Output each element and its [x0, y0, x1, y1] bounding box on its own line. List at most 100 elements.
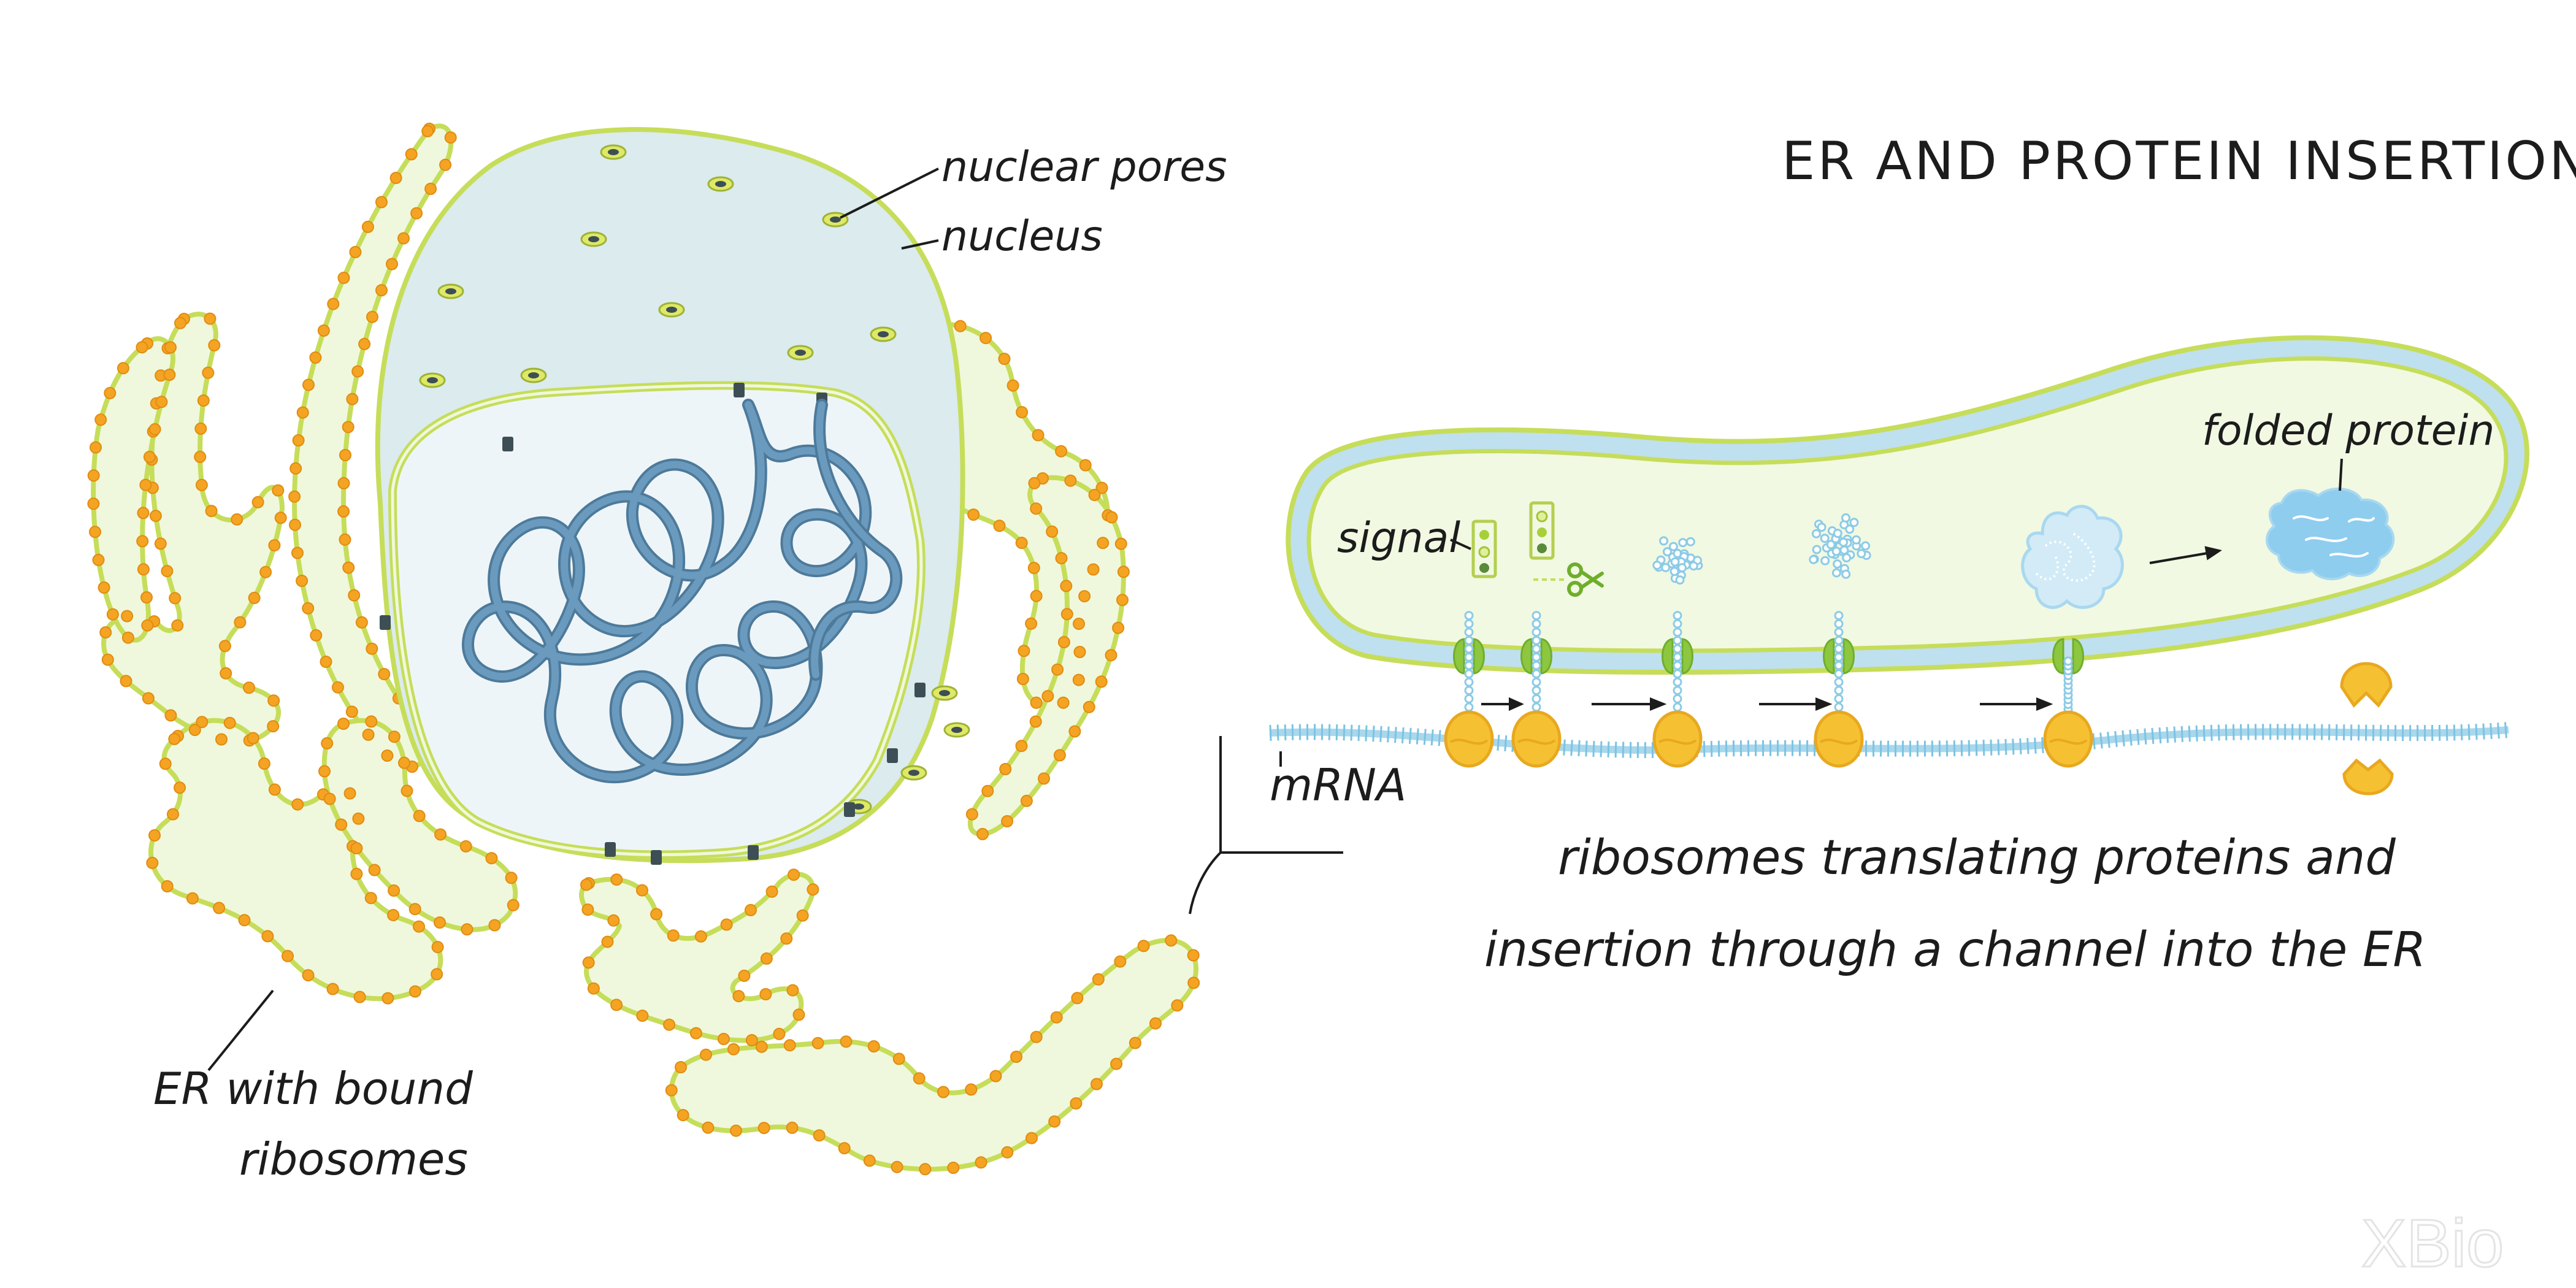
- nascent-chain-bead: [1834, 702, 1844, 712]
- ribosome-dot: [388, 730, 401, 743]
- ribosome-dot: [811, 1037, 824, 1049]
- ribosome-dot: [259, 565, 272, 578]
- ribosome-dot: [1015, 740, 1028, 753]
- ribosome-dot: [364, 892, 377, 905]
- ribosome-dot: [993, 519, 1006, 532]
- ribosome-dot: [94, 413, 107, 426]
- label-er-line2: ribosomes: [239, 1133, 468, 1185]
- ribosome-dot: [1083, 700, 1095, 713]
- ribosome-dot: [1088, 489, 1101, 501]
- ribosome-dot: [459, 840, 472, 853]
- nascent-chain-bead: [1849, 518, 1859, 527]
- nascent-chain-bead: [1811, 529, 1821, 539]
- ribosome-dot: [141, 619, 154, 632]
- ribosome-dot: [1030, 696, 1043, 709]
- nuclear-pore-complex: [748, 845, 759, 860]
- ribosome-dot: [351, 365, 364, 378]
- signal-peptide-dot: [1479, 530, 1489, 540]
- nuclear-pores: [380, 144, 970, 865]
- nascent-chain-bead: [1531, 661, 1541, 670]
- ribosome-dot: [505, 872, 518, 884]
- ribosome-dot: [1097, 537, 1110, 550]
- ribosome-dot: [106, 608, 119, 621]
- ribosome-dot: [840, 1035, 853, 1048]
- ribosome-dot: [121, 610, 134, 623]
- ribosome-dot: [234, 616, 247, 629]
- ribosome-dot: [291, 546, 304, 559]
- ribosome-dot: [268, 539, 281, 552]
- ribosome-dot: [296, 575, 309, 587]
- ribosome-dot: [717, 1033, 730, 1045]
- ribosome-dot: [1114, 955, 1127, 968]
- ribosome-dot: [1187, 976, 1200, 989]
- signal-peptide-dot: [1537, 543, 1547, 553]
- nascent-chain-bead: [1531, 702, 1541, 712]
- nascent-chain-bead: [1531, 627, 1541, 637]
- ribosome-dot: [247, 732, 259, 745]
- signal-peptide-dot: [1479, 563, 1489, 573]
- nascent-chain-bead: [1839, 537, 1849, 547]
- ribosome-dot: [582, 956, 595, 969]
- nascent-chain-bead: [1673, 627, 1682, 637]
- ribosome-dot: [381, 749, 394, 762]
- ribosome-dot: [204, 312, 217, 325]
- nuclear-pore-center: [951, 727, 962, 733]
- er-cisterna-bottom: [579, 872, 816, 1043]
- ribosome-dot: [174, 781, 186, 794]
- ribosome-dot: [1050, 1011, 1063, 1024]
- ribosome-dot: [421, 125, 434, 137]
- nascent-chain-bead: [1673, 669, 1682, 679]
- nuclear-pore-center: [588, 236, 599, 242]
- ribosome-groove: [1658, 738, 1697, 745]
- ribosome-dot: [665, 1084, 678, 1097]
- nascent-chain-bead: [1464, 702, 1474, 712]
- translocon-channel: [1662, 638, 1674, 675]
- ribosome-dot: [331, 681, 344, 694]
- nascent-chain-bead: [1685, 537, 1695, 546]
- ribosome-dot: [954, 320, 967, 332]
- nascent-chain-bead: [1531, 694, 1541, 703]
- er-lumen: [1306, 356, 2509, 653]
- nascent-chain-bead: [1464, 619, 1474, 629]
- ribosome-groove: [1449, 738, 1489, 745]
- ribosome-dot: [965, 808, 978, 821]
- ribosome-dot: [337, 477, 350, 489]
- ribosome-dot: [98, 581, 110, 594]
- ribosome-dot: [350, 842, 363, 854]
- ribosome-dot: [289, 518, 301, 531]
- ribosome-dot: [1001, 1146, 1014, 1159]
- ribosome-dot: [195, 478, 208, 491]
- translocon-channel: [1823, 638, 1835, 675]
- ribosome-dot: [261, 930, 274, 943]
- folded-protein: [2265, 487, 2395, 581]
- signal-peptide-dot: [1478, 546, 1490, 558]
- ribosome-dot: [361, 220, 374, 233]
- ribosome-dot: [342, 561, 355, 574]
- ribosome-dot: [223, 716, 236, 729]
- translocon-channel: [1540, 638, 1552, 675]
- ribosome-dot: [339, 533, 351, 546]
- ribosome-dot: [967, 508, 980, 521]
- nuclear-pores-leader: [840, 167, 939, 219]
- ribosome-dot: [163, 369, 176, 381]
- nuclear-pore-center: [795, 350, 806, 356]
- nascent-chain-bead: [1464, 611, 1474, 621]
- ribosome-dot: [87, 469, 100, 482]
- ribosome-dot: [142, 692, 155, 705]
- nascent-chain-bead: [1831, 546, 1841, 556]
- translocon-channel: [2072, 638, 2084, 675]
- ribosome-dot: [309, 351, 322, 364]
- ribosome-dot: [607, 914, 620, 927]
- free-ribosome-subunits: [2340, 662, 2394, 795]
- ribosome-dot: [397, 232, 410, 245]
- ribosome-dot: [1025, 617, 1038, 630]
- ribosome-dot: [1187, 949, 1200, 962]
- label-nuclear-pores: nuclear pores: [941, 143, 1227, 191]
- ribosome-dot: [339, 449, 351, 461]
- ribosome-dot: [913, 1072, 926, 1085]
- ribosome-dot: [326, 983, 339, 995]
- ribosome-dot: [1041, 690, 1054, 702]
- ribosome-dot: [120, 675, 132, 688]
- nascent-chain-bead: [1834, 619, 1844, 629]
- nascent-chain-bead: [1826, 540, 1836, 550]
